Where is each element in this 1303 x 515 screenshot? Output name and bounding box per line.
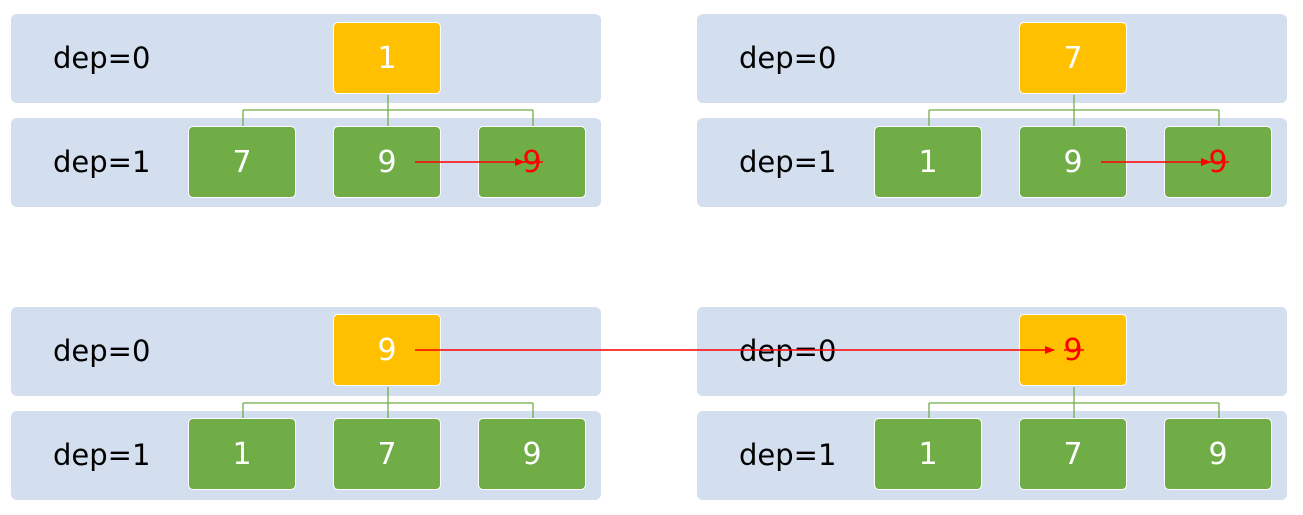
- panel-3-dep0-label: dep=0: [53, 334, 151, 368]
- panel-1-child-node-1: 7: [188, 126, 296, 198]
- panel-4-child-node-1: 1: [874, 418, 982, 490]
- panel-2-child-node-3-removed: 9: [1164, 126, 1272, 198]
- panel-4-dep0-band: [697, 307, 1287, 396]
- panel-1-dep1-label: dep=1: [53, 145, 151, 179]
- panel-3-child-node-2: 7: [333, 418, 441, 490]
- panel-3-child-node-3: 9: [478, 418, 586, 490]
- panel-2-dep0-label: dep=0: [739, 41, 837, 75]
- panel-1-child-node-3-removed: 9: [478, 126, 586, 198]
- panel-2-dep1-label: dep=1: [739, 145, 837, 179]
- panel-3-child-node-1: 1: [188, 418, 296, 490]
- panel-4-child-node-2: 7: [1019, 418, 1127, 490]
- panel-4-dep0-label: dep=0: [739, 334, 837, 368]
- panel-1-dep0-label: dep=0: [53, 41, 151, 75]
- panel-4-dep1-label: dep=1: [739, 438, 837, 472]
- panel-2-root-node: 7: [1019, 22, 1127, 94]
- panel-2-child-node-2: 9: [1019, 126, 1127, 198]
- panel-4-root-node-removed: 9: [1019, 314, 1127, 386]
- panel-1-root-node: 1: [333, 22, 441, 94]
- panel-3-dep0-band: [11, 307, 601, 396]
- panel-1-dep0-band: [11, 14, 601, 103]
- panel-3-dep1-label: dep=1: [53, 438, 151, 472]
- panel-2-dep0-band: [697, 14, 1287, 103]
- panel-2-child-node-1: 1: [874, 126, 982, 198]
- panel-3-root-node: 9: [333, 314, 441, 386]
- panel-4-child-node-3: 9: [1164, 418, 1272, 490]
- panel-1-child-node-2: 9: [333, 126, 441, 198]
